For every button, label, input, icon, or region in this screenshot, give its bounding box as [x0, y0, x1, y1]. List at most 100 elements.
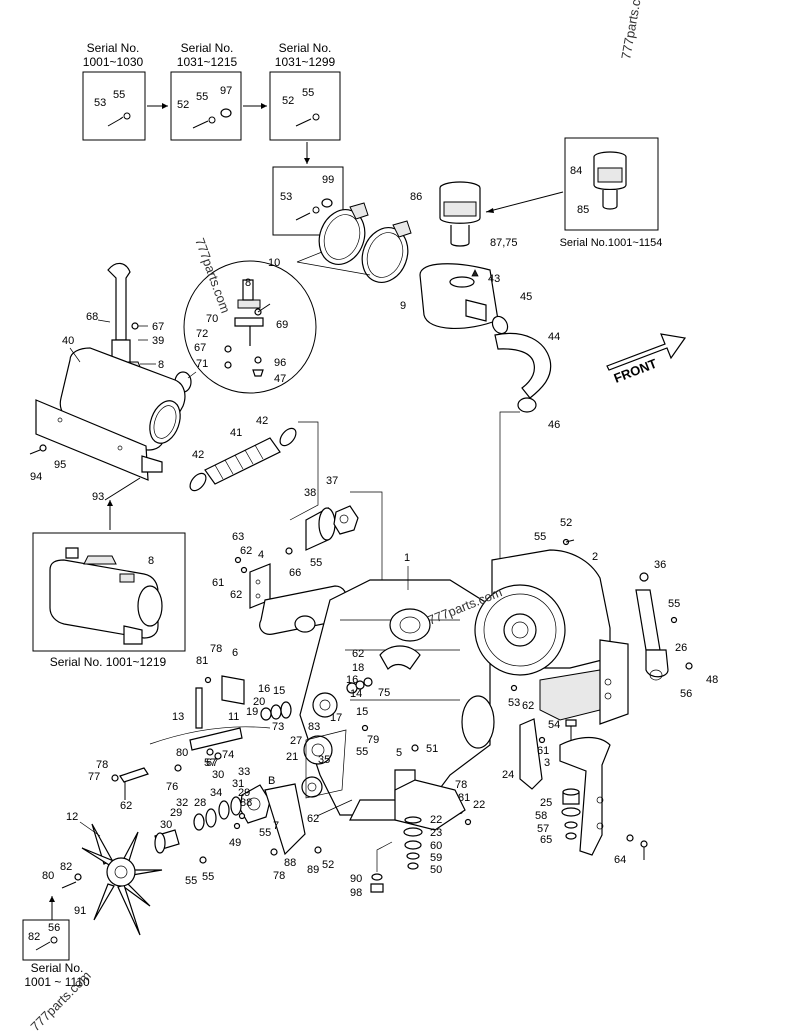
callout: 10	[268, 257, 280, 269]
callout: 78	[273, 870, 285, 882]
callout: 62	[120, 800, 132, 812]
callout: 4	[258, 549, 264, 561]
watermark-circle: 777parts.com	[192, 236, 233, 315]
callout: 48	[706, 674, 718, 686]
callout: 56	[48, 922, 60, 934]
callout: 52	[177, 99, 189, 111]
callout: 83	[308, 721, 320, 733]
engine-block	[299, 579, 495, 821]
callout: 16	[258, 683, 270, 695]
callout: 63	[232, 531, 244, 543]
callout: 23	[430, 827, 442, 839]
callout: 67	[194, 342, 206, 354]
callout: 52	[322, 859, 334, 871]
callout: 73	[272, 721, 284, 733]
callout: 51	[426, 743, 438, 755]
callout: 41	[230, 427, 242, 439]
serial-box-2-title-2: 1031~1215	[177, 55, 238, 69]
serial-box-1: Serial No. 1001~1030 53 55	[82, 41, 146, 141]
intake-hose	[491, 315, 552, 413]
callout: 28	[194, 797, 206, 809]
callout: 68	[86, 311, 98, 323]
air-cleaner-body	[419, 263, 499, 329]
air-cleaner-cap	[439, 181, 481, 247]
callout: 6	[232, 647, 238, 659]
callout: 15	[356, 706, 368, 718]
callout: 58	[535, 810, 547, 822]
callout: B	[268, 775, 275, 787]
callout: 44	[548, 331, 560, 343]
callout: 55	[185, 875, 197, 887]
callout: 55	[259, 827, 271, 839]
callout: 19	[246, 706, 258, 718]
serial-box-3-title-2: 1031~1299	[275, 55, 336, 69]
callout: 65	[540, 834, 552, 846]
serial-box-6-caption: Serial No. 1001~1219	[50, 655, 167, 669]
callout: 57	[204, 757, 216, 769]
callout: 90	[350, 873, 362, 885]
callout: 84	[570, 165, 582, 177]
serial-box-1-title-2: 1001~1030	[83, 55, 144, 69]
callout: 46	[548, 419, 560, 431]
callout: 29	[238, 787, 250, 799]
callout: 26	[675, 642, 687, 654]
callout: 99	[322, 174, 334, 186]
callout: 88	[284, 857, 296, 869]
serial-box-6: 8 Serial No. 1001~1219	[32, 532, 186, 669]
band-clamps	[318, 202, 412, 283]
callout: 64	[614, 854, 626, 866]
callout: 25	[540, 797, 552, 809]
callout: 93	[92, 491, 104, 503]
callout: 71	[196, 358, 208, 370]
serial-box-2: Serial No. 1031~1215 52 55 97	[170, 41, 242, 141]
callout: 35	[318, 754, 330, 766]
callout: 97	[220, 85, 232, 97]
muffler-assembly	[35, 262, 186, 481]
callout: 16	[346, 674, 358, 686]
rear-rubber-mount	[561, 788, 581, 840]
callout: 59	[430, 852, 442, 864]
callout: 79	[367, 734, 379, 746]
callout: 37	[326, 475, 338, 487]
callout: 8	[245, 277, 251, 289]
callout: 80	[176, 747, 188, 759]
serial-box-5: 84 85 Serial No.1001~1154	[560, 137, 662, 249]
flex-pipe	[189, 427, 297, 492]
callout: 86	[410, 191, 422, 203]
callout: 21	[286, 751, 298, 763]
engine-mount-26	[599, 572, 669, 725]
callout: 60	[430, 840, 442, 852]
callout: 74	[222, 749, 234, 761]
callout: 62	[352, 648, 364, 660]
callout: 29	[170, 807, 182, 819]
callout: 55	[302, 87, 314, 99]
callout: 14	[350, 688, 362, 700]
callout: 2	[592, 551, 598, 563]
callout: 70	[206, 313, 218, 325]
callout: 67	[152, 321, 164, 333]
callout: 3	[544, 757, 550, 769]
callout: 62	[522, 700, 534, 712]
callout: 87,75	[490, 237, 518, 249]
callout: 76	[166, 781, 178, 793]
callout: 52	[282, 95, 294, 107]
callout: 53	[280, 191, 292, 203]
callout: 27	[290, 735, 302, 747]
callout: 98	[350, 887, 362, 899]
serial-box-7-title-2: 1001 ~ 1110	[24, 975, 90, 989]
front-arrow: FRONT	[606, 333, 687, 386]
callout: 57	[537, 823, 549, 835]
callout: 55	[356, 746, 368, 758]
callout: 30	[160, 819, 172, 831]
callout: 40	[62, 335, 74, 347]
callout: 55	[202, 871, 214, 883]
callout: 78	[210, 643, 222, 655]
callout: 17	[330, 712, 342, 724]
callout: 80	[42, 870, 54, 882]
callout: 96	[274, 357, 286, 369]
callout: 72	[196, 328, 208, 340]
callout: 81	[196, 655, 208, 667]
callout: 69	[276, 319, 288, 331]
serial-box-3-title-1: Serial No.	[279, 41, 332, 55]
